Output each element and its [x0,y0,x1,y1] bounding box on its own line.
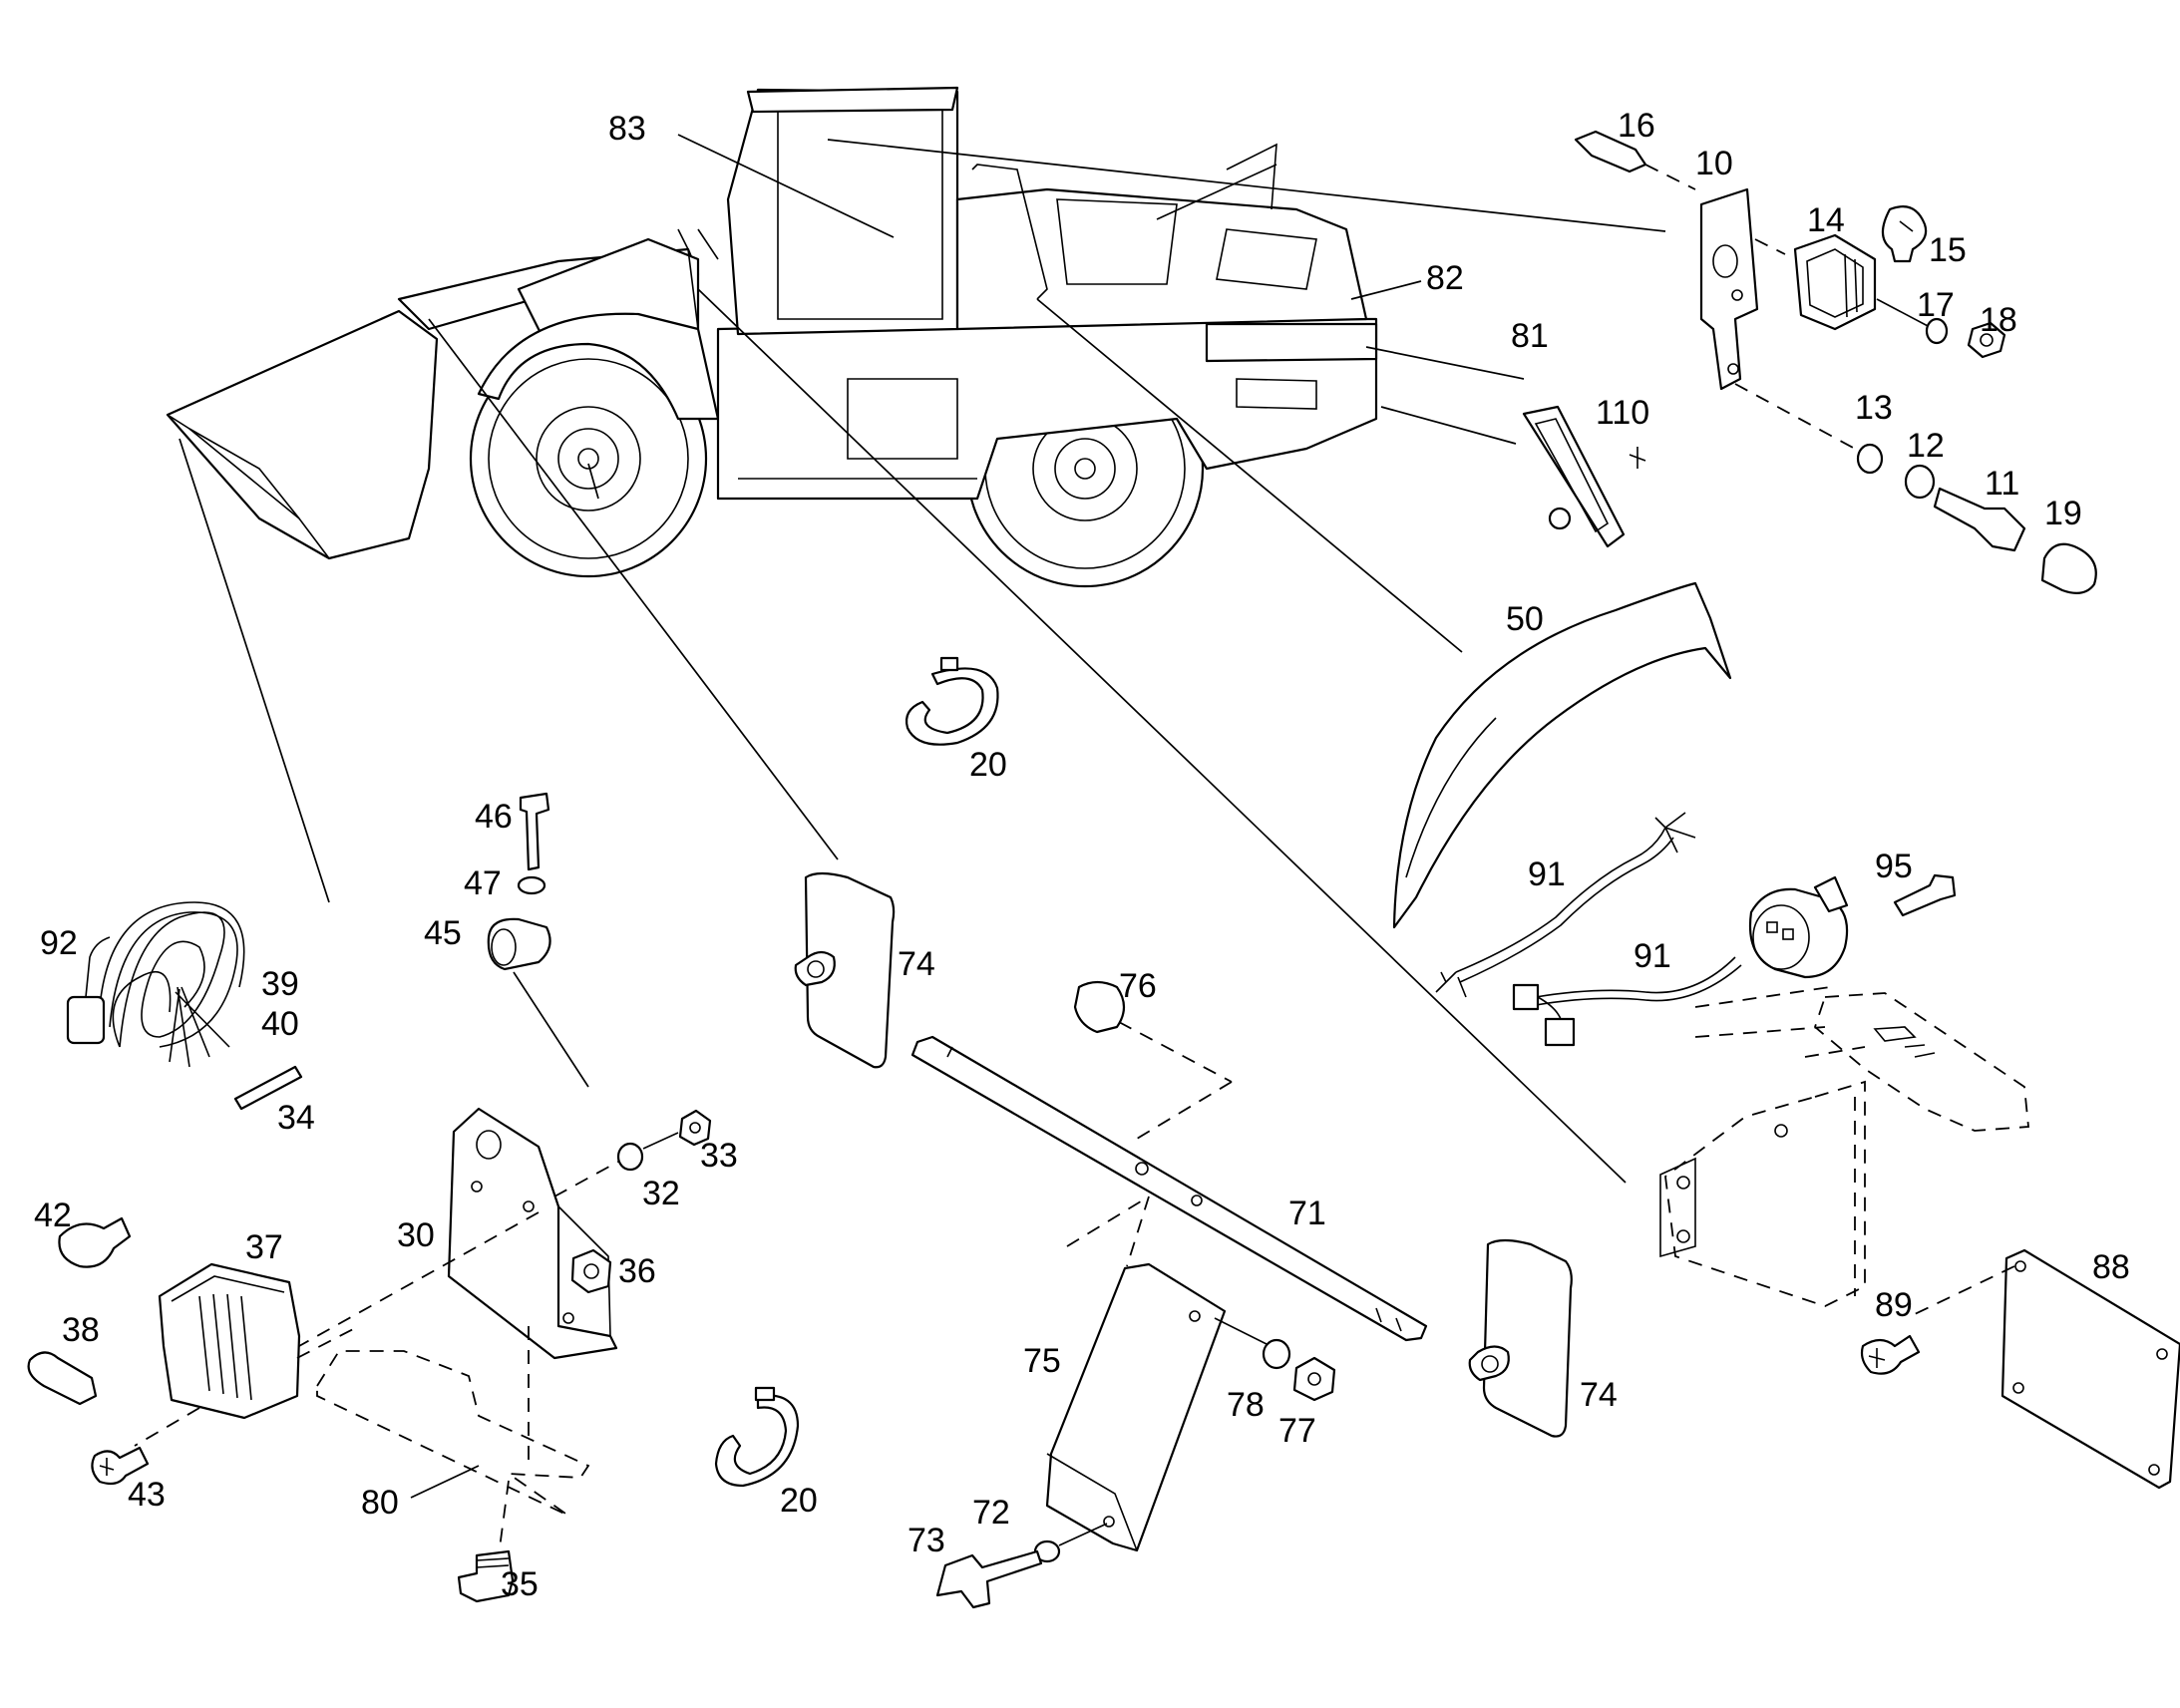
callout-74-right: 74 [1580,1376,1618,1414]
callout-33: 33 [700,1137,738,1175]
callout-19: 19 [2044,495,2082,532]
pin-34-icon [233,1065,303,1111]
callout-78: 78 [1227,1386,1265,1424]
callout-17: 17 [1917,286,1955,324]
callout-15: 15 [1929,231,1967,269]
callout-30: 30 [397,1216,435,1254]
callout-12: 12 [1907,427,1945,465]
callout-88: 88 [2092,1248,2130,1286]
washer-12-icon [1904,464,1936,500]
washer-78-icon [1262,1338,1291,1370]
callout-47: 47 [464,864,502,902]
callout-37: 37 [245,1228,283,1266]
cap-19-icon [2040,542,2097,595]
license-plate-88 [1914,1248,2180,1490]
work-light-37 [134,1262,360,1447]
callout-38: 38 [62,1311,100,1349]
callout-46: 46 [475,798,513,836]
nut-33-icon [678,1109,712,1147]
fender-50 [1392,581,1732,929]
bracket-75 [1045,1196,1227,1552]
callout-80: 80 [361,1484,399,1522]
callout-43: 43 [128,1476,166,1514]
callout-45: 45 [424,914,462,952]
callout-36: 36 [618,1252,656,1290]
strap-clamp-20-upper [905,656,999,746]
callout-91-upper: 91 [1528,855,1566,893]
callout-71: 71 [1288,1195,1326,1232]
callout-20-upper: 20 [969,746,1007,784]
bar-71 [910,1035,1428,1342]
callout-39: 39 [261,965,299,1003]
washer-17-icon [1925,317,1949,345]
callout-32: 32 [642,1175,680,1212]
callout-95: 95 [1875,848,1913,885]
callout-77: 77 [1278,1412,1316,1450]
nut-18-icon [1967,321,2006,359]
callout-35: 35 [501,1565,539,1603]
callout-10: 10 [1695,145,1733,182]
callout-18: 18 [1980,301,2017,339]
callout-92: 92 [40,924,78,962]
lamp-14-icon [1793,233,1877,331]
bulb-42-icon [58,1216,132,1268]
callout-81: 81 [1511,317,1549,355]
mirror-74-left [794,871,896,1069]
mirror-74-right [1468,1238,1573,1438]
mount-box [1659,992,2029,1307]
washer-32-icon [616,1142,644,1172]
bulb-15-icon [1881,205,1928,263]
callout-72: 72 [972,1494,1010,1532]
washer-13-icon [1856,443,1884,475]
callout-34: 34 [277,1099,315,1137]
leader-lines [179,134,1666,1184]
clamp-assembly-45 [487,792,589,1088]
callout-73: 73 [908,1522,945,1559]
bolt-11-icon [1933,487,2026,552]
bolt-35 [457,1480,515,1603]
screw-89-icon [1860,1334,1921,1375]
warning-triangle-110 [1522,405,1646,548]
callout-89: 89 [1875,1286,1913,1324]
callout-40: 40 [261,1005,299,1043]
callout-74-left: 74 [898,945,935,983]
nut-77-icon [1292,1356,1336,1402]
bracket-10-icon [1699,187,1759,391]
callout-83: 83 [608,110,646,148]
callout-82: 82 [1426,259,1464,297]
harness-91-lower [1512,956,1742,1047]
wheel-loader [166,86,1378,588]
bracket-30 [298,1107,619,1360]
cable-coil-92 [66,901,245,1068]
callout-labels: 83 16 10 14 15 82 17 18 81 110 13 12 11 … [34,107,2130,1603]
callout-110: 110 [1596,394,1649,432]
callout-76: 76 [1119,967,1157,1005]
callout-75: 75 [1023,1342,1061,1380]
bulb-38-icon [27,1351,98,1406]
callout-16: 16 [1618,107,1655,145]
nut-36-icon [570,1248,612,1294]
socket [1749,875,1849,979]
screw-95-icon [1893,873,1957,917]
callout-50: 50 [1506,600,1544,638]
callout-91-lower: 91 [1634,937,1671,975]
cap-76-icon [1073,980,1126,1034]
wing-bolt-73-icon [935,1549,1043,1609]
callout-13: 13 [1855,389,1893,427]
callout-11: 11 [1985,465,2019,503]
callout-14: 14 [1807,201,1845,239]
strap-clamp-20-lower [714,1386,800,1488]
mount-plate-80 [316,1326,590,1517]
harness-91-upper [1435,812,1696,998]
callout-20-lower: 20 [780,1482,818,1520]
rear-lamp-assembly [1574,130,2097,595]
callout-42: 42 [34,1196,72,1234]
